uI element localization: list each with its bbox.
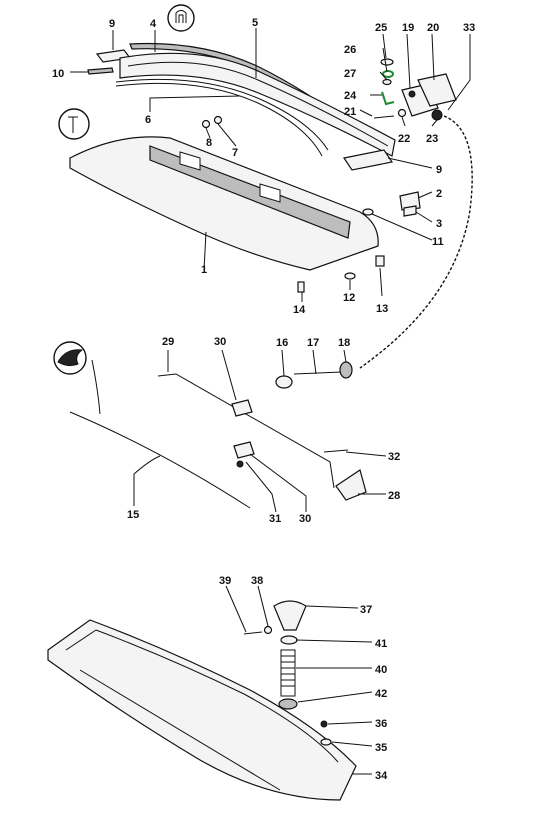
callout-42: 42 xyxy=(375,688,387,700)
callout-11: 11 xyxy=(432,236,444,248)
part-34-tray xyxy=(47,619,357,801)
part-30-clip-lower xyxy=(233,441,255,459)
part-7-nut xyxy=(213,115,223,125)
leader-lines xyxy=(70,28,471,775)
part-13-bolt xyxy=(375,255,385,267)
part-2-clip xyxy=(399,191,421,211)
part-15-seal-strip xyxy=(69,411,251,509)
part-36-screw xyxy=(320,720,328,728)
callout-23: 23 xyxy=(426,133,438,145)
part-33-cable xyxy=(359,115,473,369)
clip-symbol-icon xyxy=(167,4,195,32)
part-9-right-plate xyxy=(343,149,393,171)
callout-33: 33 xyxy=(463,22,475,34)
part-5-upper-panel xyxy=(119,52,396,157)
callout-25: 25 xyxy=(375,22,387,34)
callout-13: 13 xyxy=(376,303,388,315)
callout-7: 7 xyxy=(232,147,238,159)
callout-24: 24 xyxy=(344,90,357,102)
part-20-bracket xyxy=(417,73,457,107)
part-42-grommet xyxy=(278,698,298,710)
part-3-clip xyxy=(403,205,417,217)
callout-20: 20 xyxy=(427,22,439,34)
callout-35: 35 xyxy=(375,742,387,754)
part-6-seal xyxy=(115,78,329,157)
callout-14: 14 xyxy=(293,304,306,316)
callout-9-right: 9 xyxy=(436,164,442,176)
part-38-washer xyxy=(263,625,273,635)
part-16-knob xyxy=(275,375,293,389)
callout-26: 26 xyxy=(344,44,356,56)
part-25-ring xyxy=(380,58,394,66)
part-37-funnel xyxy=(273,600,307,631)
callout-9-left: 9 xyxy=(109,18,115,30)
part-35-washer xyxy=(320,738,332,746)
part-27-ring xyxy=(382,78,392,86)
callout-30-upper: 30 xyxy=(214,336,226,348)
part-8-nut xyxy=(201,119,211,129)
part-18-grommet xyxy=(339,361,353,379)
part-10-strip xyxy=(87,67,114,75)
callout-4: 4 xyxy=(150,18,157,30)
callout-8: 8 xyxy=(206,137,212,149)
callout-38: 38 xyxy=(251,575,263,587)
callout-22: 22 xyxy=(398,133,410,145)
part-17-pin xyxy=(293,371,343,375)
part-14-bolt xyxy=(297,281,305,293)
part-31-screw xyxy=(236,460,244,468)
part-24-hook xyxy=(381,91,395,106)
screw-symbol-icon xyxy=(58,108,90,140)
callout-31: 31 xyxy=(269,513,281,525)
part-22-washer xyxy=(397,108,407,118)
callout-15: 15 xyxy=(127,509,139,521)
callout-29: 29 xyxy=(162,336,174,348)
part-21-screw xyxy=(373,115,395,119)
part-28-latch xyxy=(335,469,367,501)
callout-19: 19 xyxy=(402,22,414,34)
callout-16: 16 xyxy=(276,337,288,349)
callout-34: 34 xyxy=(375,770,388,782)
part-23-knob xyxy=(431,109,443,121)
callout-21: 21 xyxy=(344,106,356,118)
part-29-rod xyxy=(157,373,335,489)
part-11-washer xyxy=(362,208,374,216)
callout-10: 10 xyxy=(52,68,64,80)
part-26-ring xyxy=(382,70,394,78)
callout-30-lower: 30 xyxy=(299,513,311,525)
callout-18: 18 xyxy=(338,337,350,349)
part-30-clip-upper xyxy=(231,399,253,417)
callout-27: 27 xyxy=(344,68,356,80)
callout-41: 41 xyxy=(375,638,387,650)
part-41-clamp xyxy=(280,635,298,645)
callout-2: 2 xyxy=(436,188,442,200)
part-1-lid xyxy=(69,136,379,271)
callout-28: 28 xyxy=(388,490,400,502)
callout-39: 39 xyxy=(219,575,231,587)
callout-labels: 1 2 3 4 5 6 7 8 9 9 10 11 12 13 14 15 16… xyxy=(52,17,475,782)
part-40-hose xyxy=(280,649,296,697)
callout-36: 36 xyxy=(375,718,387,730)
callout-5: 5 xyxy=(252,17,258,29)
callout-37: 37 xyxy=(360,604,372,616)
callout-3: 3 xyxy=(436,218,442,230)
callout-32: 32 xyxy=(388,451,400,463)
callout-40: 40 xyxy=(375,664,387,676)
sealant-symbol-icon xyxy=(53,341,87,375)
callout-12: 12 xyxy=(343,292,355,304)
part-32-bolt xyxy=(323,449,349,453)
part-12-nut xyxy=(344,272,356,280)
callout-1: 1 xyxy=(201,264,207,276)
part-39-screw xyxy=(243,631,263,635)
callout-17: 17 xyxy=(307,337,319,349)
callout-6: 6 xyxy=(145,114,151,126)
